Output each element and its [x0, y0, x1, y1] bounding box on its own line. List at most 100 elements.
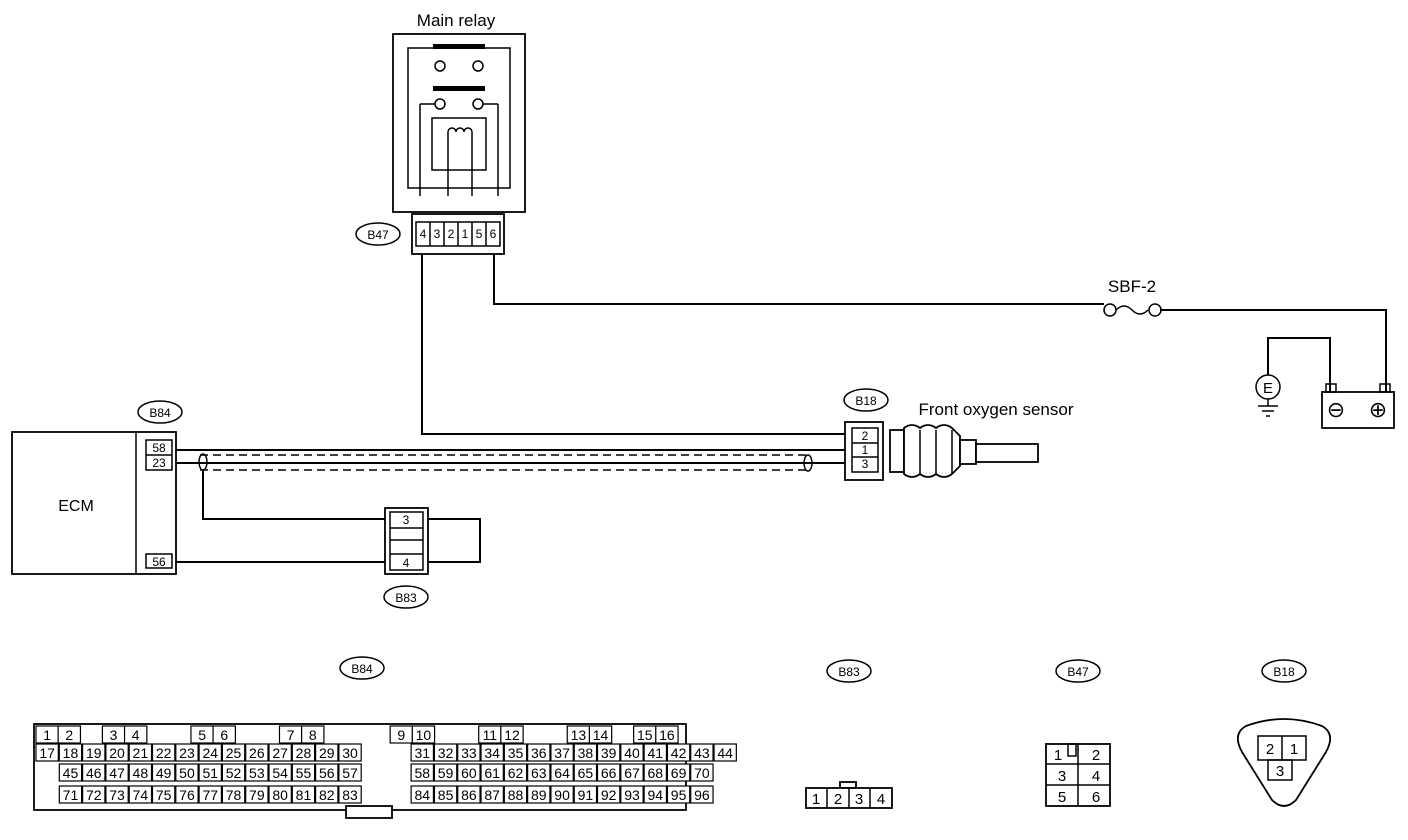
- b84-pin-label: 2: [65, 727, 73, 743]
- b84-pin-cell: [596, 763, 621, 782]
- b84-pin-label: 18: [63, 745, 79, 761]
- b84-pin-cell: [268, 763, 292, 782]
- b84-pin-cell: [410, 785, 435, 804]
- b84-pin-label: 23: [179, 745, 195, 761]
- b84-pin-label: 33: [461, 745, 477, 761]
- b84-pin-cell: [480, 763, 504, 782]
- b84-pin-label: 42: [671, 745, 687, 761]
- b84-pin-cell: [713, 743, 737, 762]
- b84-pin-label: 68: [647, 765, 663, 781]
- b84-pin-label: 14: [593, 727, 609, 743]
- b84-pin-label: 54: [272, 765, 288, 781]
- b84-pin-label: 17: [39, 745, 55, 761]
- b47-face: B47 1 2 3 4 5 6: [1045, 659, 1111, 807]
- b83-pin: 3: [403, 513, 410, 527]
- b84-pin-cell: [175, 743, 199, 762]
- b84-pin-cell: [151, 763, 176, 782]
- b84-pin-label: 85: [438, 787, 454, 803]
- b84-pin-label: 76: [179, 787, 195, 803]
- b84-pin-label: 53: [249, 765, 265, 781]
- b47-pin: 1: [462, 227, 469, 241]
- b84-pin-cell: [58, 743, 83, 762]
- b84-pin-label: 48: [133, 765, 149, 781]
- b18-face: B18 2 1 3: [1236, 659, 1332, 807]
- b84-pin-label: 5: [198, 727, 206, 743]
- b84-pin-cell: [480, 785, 504, 804]
- b84-pin-cell: [58, 763, 83, 782]
- b84-pin-label: 39: [601, 745, 617, 761]
- b84-pin-label: 27: [272, 745, 288, 761]
- b84-pin-cell: [643, 785, 668, 804]
- b84-pin-cell: [411, 725, 436, 744]
- b84-pin-label: 79: [249, 787, 265, 803]
- b47-face-pin: 5: [1058, 789, 1066, 806]
- b84-pin-cell: [57, 725, 82, 744]
- b84-pin-label: 78: [226, 787, 242, 803]
- b84-pin-cell: [503, 785, 528, 804]
- wire-fuse-to-battery: [1160, 309, 1387, 392]
- b84-pin-cell: [198, 785, 223, 804]
- b84-pin-cell: [620, 785, 644, 804]
- b83-pin: 4: [403, 556, 410, 570]
- ecm-pin: 23: [152, 456, 166, 470]
- wire-battery-earth: [1267, 337, 1331, 392]
- b84-pin-label: 41: [647, 745, 663, 761]
- main-relay-body: [392, 33, 526, 213]
- b18-face-pin: 1: [1290, 741, 1298, 758]
- b84-pin-label: 51: [202, 765, 218, 781]
- b84-pin-cell: [666, 763, 691, 782]
- b47-face-pin: 3: [1058, 768, 1066, 785]
- sbf2-fuse: SBF-2: [1103, 277, 1162, 317]
- b84-pin-label: 67: [624, 765, 640, 781]
- b84-pin-label: 81: [296, 787, 312, 803]
- b84-pin-cell: [198, 743, 223, 762]
- b84-pin-label: 31: [414, 745, 430, 761]
- b84-pin-cell: [690, 785, 714, 804]
- b84-pin-cell: [620, 743, 644, 762]
- b84-pin-label: 55: [296, 765, 312, 781]
- b47-pin: 6: [490, 227, 497, 241]
- earth-label: E: [1263, 380, 1273, 397]
- b84-pin-label: 93: [624, 787, 640, 803]
- b84-pin-label: 90: [554, 787, 570, 803]
- b83-face: B83 1 2 3 4: [805, 659, 893, 809]
- b18-face-pin: 2: [1266, 741, 1274, 758]
- b83-connector: 3 4 B83: [383, 507, 429, 609]
- b18-pin: 1: [862, 443, 869, 457]
- b84-pin-cell: [527, 743, 551, 762]
- b84-pin-cell: [301, 725, 325, 744]
- b84-pin-label: 21: [133, 745, 149, 761]
- b84-pin-label: 16: [659, 727, 675, 743]
- b84-pin-cell: [666, 785, 691, 804]
- b84-pin-cell: [105, 743, 129, 762]
- b18-face-tag: B18: [1273, 665, 1295, 679]
- b84-pin-cell: [212, 725, 236, 744]
- b84-pin-label: 75: [156, 787, 172, 803]
- b84-pin-cell: [457, 785, 481, 804]
- b84-pin-label: 65: [578, 765, 594, 781]
- b84-pin-label: 50: [179, 765, 195, 781]
- b84-pin-label: 95: [671, 787, 687, 803]
- b47-pin: 5: [476, 227, 483, 241]
- main-relay: Main relay: [392, 11, 526, 213]
- b84-pin-label: 58: [414, 765, 430, 781]
- b84-pin-cell: [457, 743, 481, 762]
- b84-pin-label: 62: [508, 765, 524, 781]
- b84-pin-cell: [128, 763, 153, 782]
- b84-pin-cell: [123, 725, 148, 744]
- b47-face-tag: B47: [1067, 665, 1089, 679]
- b84-pin-cell: [500, 725, 524, 744]
- b84-pin-cell: [410, 763, 435, 782]
- b84-pin-cell: [643, 743, 668, 762]
- b84-pin-label: 30: [342, 745, 358, 761]
- b84-pin-label: 57: [342, 765, 358, 781]
- b84-pin-cell: [338, 743, 362, 762]
- b84-pin-label: 44: [717, 745, 733, 761]
- front-o2-label: Front oxygen sensor: [919, 400, 1074, 419]
- b84-pin-cell: [81, 763, 106, 782]
- b84-pin-label: 19: [86, 745, 102, 761]
- b84-pin-label: 32: [438, 745, 454, 761]
- b84-pin-cell: [503, 763, 528, 782]
